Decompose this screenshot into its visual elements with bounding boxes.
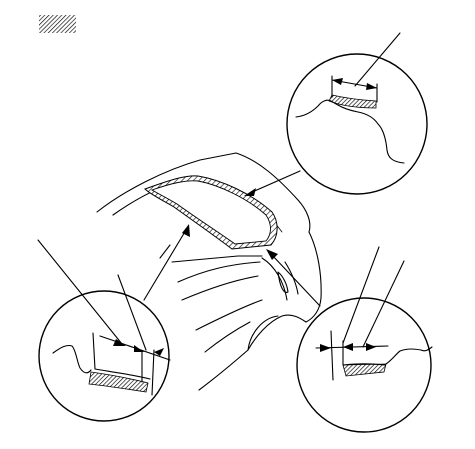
car-body-outline bbox=[96, 152, 322, 391]
trunk-weatherstrip bbox=[144, 175, 278, 250]
leader-bottom-left bbox=[143, 224, 190, 301]
hatched-area-symbol bbox=[39, 15, 76, 33]
detail-circle-bottom-right bbox=[296, 246, 433, 433]
detail-circle-top-right bbox=[286, 32, 428, 195]
leader-top-right bbox=[244, 170, 301, 196]
leader-bottom-right bbox=[266, 249, 321, 307]
detail-circle-bottom-left bbox=[37, 239, 171, 422]
